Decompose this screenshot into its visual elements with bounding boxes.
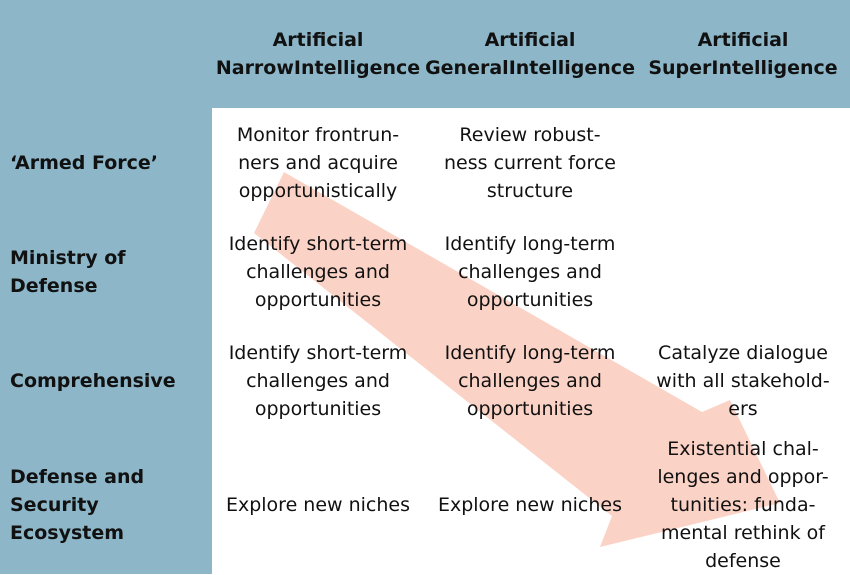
cell-ecosystem-general: Explore new niches <box>437 493 623 516</box>
cell-ecosystem-super: Existential chal-lenges and oppor-tuniti… <box>657 437 829 572</box>
row-header-ministry-of-defense: Ministry of Defense <box>0 217 212 326</box>
cell-ecosystem-narrow: Explore new niches <box>225 493 411 516</box>
corner-cell <box>0 0 212 108</box>
row-header-armed-force: ‘Armed Force’ <box>0 108 212 217</box>
row-header-comprehensive: Comprehensive <box>0 326 212 435</box>
cell-armed-force-super <box>636 108 850 217</box>
column-header-narrow: Artificial NarrowIntelligence <box>212 0 424 108</box>
cell-ministry-super <box>636 217 850 326</box>
column-header-general: Artificial GeneralIntelligence <box>424 0 636 108</box>
column-header-super: Artificial SuperIntelligence <box>636 0 850 108</box>
